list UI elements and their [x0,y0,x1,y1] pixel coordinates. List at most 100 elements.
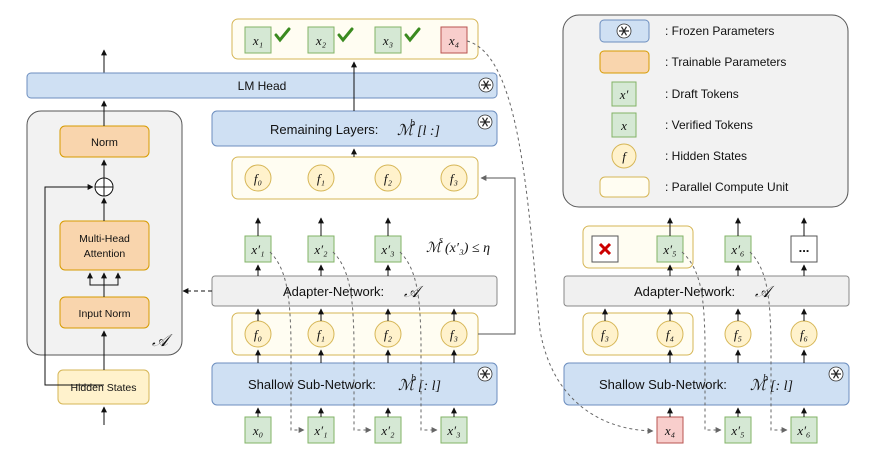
multi-head-attention-box [59,220,150,271]
output-token-3: x₃ [374,26,402,54]
output-token-2: x₂ [307,26,335,54]
snowflake-icon [477,114,493,130]
upper-hidden-unit [231,156,479,200]
lower-hidden-state-1: f₁ [307,320,335,348]
lower-hidden-state-1-label: f₁ [317,327,325,342]
output-token-4-label: x₄ [448,33,460,48]
snowflake-icon [828,366,844,382]
legend-label-draft: : Draft Tokens [665,87,739,101]
upper-hidden-state-2: f₂ [374,164,402,192]
snowflake-icon [477,366,493,382]
input-token-2: x′₂ [374,416,402,444]
upper-hidden-state-3-label: f₃ [450,171,458,186]
adapter-network-label: Adapter-Network: [283,284,384,299]
shallow-sub-network-label: Shallow Sub-Network: [248,377,376,392]
legend-label-verified: : Verified Tokens [665,118,753,132]
upper-hidden-state-0: f₀ [244,164,272,192]
lower-hidden-state-2-label: f₂ [384,327,393,342]
input-token-3: x′₃ [440,416,468,444]
output-token-1: x₁ [244,26,272,54]
shallow-sub-network-sup: b [411,373,416,384]
ellipsis-box: ... [790,235,818,263]
input-token-0-label: x₀ [252,423,263,438]
legend-item-parallel: : Parallel Compute Unit [599,176,789,198]
residual-add-icon [94,177,114,197]
right-hidden-state-0: f₃ [591,320,619,348]
remaining-layers-label: Remaining Layers: [270,122,378,137]
legend-item-hidden: f: Hidden States [611,143,747,169]
legend-label-frozen: : Frozen Parameters [665,24,774,38]
right-input-token-1: x′₅ [724,416,752,444]
right-hidden-state-0-label: f₃ [601,327,609,342]
draft-token-2-label: x′₂ [313,242,328,257]
right-adapter-network: Adapter-Network: 𝒜 [563,275,850,307]
lower-hidden-state-0-label: f₀ [254,327,262,342]
legend-item-trainable: : Trainable Parameters [599,50,786,74]
legend-symbol-verified: x [620,118,627,133]
right-hidden-state-2-label: f₅ [734,327,742,342]
right-input-token-1-label: x′₅ [730,423,744,438]
right-draft-token-5: x′₅ [656,235,684,263]
upper-hidden-state-1-label: f₁ [317,171,325,186]
right-shallow-sub-network-sup: b [763,373,768,384]
input-token-1-label: x′₁ [313,423,327,438]
ellipsis-label: ... [799,240,810,255]
input-token-1: x′₁ [307,416,335,444]
right-input-token-2: x′₆ [790,416,818,444]
output-token-3-label: x₃ [382,33,393,48]
cross-icon [598,242,612,256]
adapter-network: Adapter-Network: 𝒜 [211,275,498,307]
legend-label-trainable: : Trainable Parameters [665,55,786,69]
adapter-block-detail: Norm Multi-Head Attention Input Norm 𝒜 H… [26,49,183,425]
right-hidden-state-3-label: f₆ [800,327,808,342]
adapter-symbol: 𝒜 [152,331,173,350]
remaining-layers: Remaining Layers: ℳ b [l :] [211,110,498,147]
right-shallow-sub-network-label: Shallow Sub-Network: [599,377,727,392]
legend-symbol-hidden: f [622,149,628,164]
right-shallow-sub-network-index: [: l] [770,379,793,394]
snowflake-icon [616,23,632,39]
dynamic-connectors [255,217,807,433]
right-hidden-state-1: f₄ [656,320,684,348]
input-tokens: x₀ x′₁ x′₂ x′₃ [244,416,468,444]
right-draft-token-6: x′₆ [724,235,752,263]
draft-token-2: x′₂ [307,235,335,263]
threshold-math: ℳ [426,241,443,256]
rejected-token-correction-path [466,40,654,434]
draft-token-1-label: x′₁ [250,242,264,257]
right-hidden-states: f₃ f₄ f₅ f₆ [591,320,818,348]
upper-hidden-state-3: f₃ [440,164,468,192]
checkmark-icon [404,27,421,43]
right-input-token-0-label: x₄ [664,423,676,438]
lower-hidden-state-0: f₀ [244,320,272,348]
right-shallow-sub-network: Shallow Sub-Network: ℳ b [: l] [563,362,850,406]
remaining-layers-index: [l :] [417,124,440,139]
remaining-layers-math: ℳ [397,123,415,139]
right-draft-token-5-label: x′₅ [662,242,676,257]
input-token-3-label: x′₃ [446,423,460,438]
legend-item-verified: x : Verified Tokens [611,112,753,138]
right-input-tokens: x₄ x′₅ x′₆ [656,416,818,444]
norm-label: Norm [91,137,118,149]
shallow-sub-network-math: ℳ [398,378,416,394]
lower-hidden-state-3: f₃ [440,320,468,348]
shallow-sub-network-index: [: l] [418,379,441,394]
right-adapter-network-label: Adapter-Network: [634,284,735,299]
checkmark-icon [337,27,354,43]
legend-items: : Frozen Parameters : Trainable Parameter… [599,19,789,198]
remaining-layers-sup: b [410,118,415,129]
right-adapter-network-math: 𝒜 [755,284,775,301]
right-hidden-state-2: f₅ [724,320,752,348]
output-token-4: x₄ [440,26,468,54]
threshold-sup: s [439,235,443,246]
lower-hidden-state-2: f₂ [374,320,402,348]
output-token-unit [231,18,479,60]
legend-item-frozen: : Frozen Parameters [599,19,774,43]
right-draft-tokens: x′₅ x′₆... [591,235,818,263]
lm-head: LM Head [26,72,498,99]
upper-hidden-state-0-label: f₀ [254,171,262,186]
right-hidden-state-1-label: f₄ [666,327,675,342]
right-input-token-2-label: x′₆ [796,423,810,438]
